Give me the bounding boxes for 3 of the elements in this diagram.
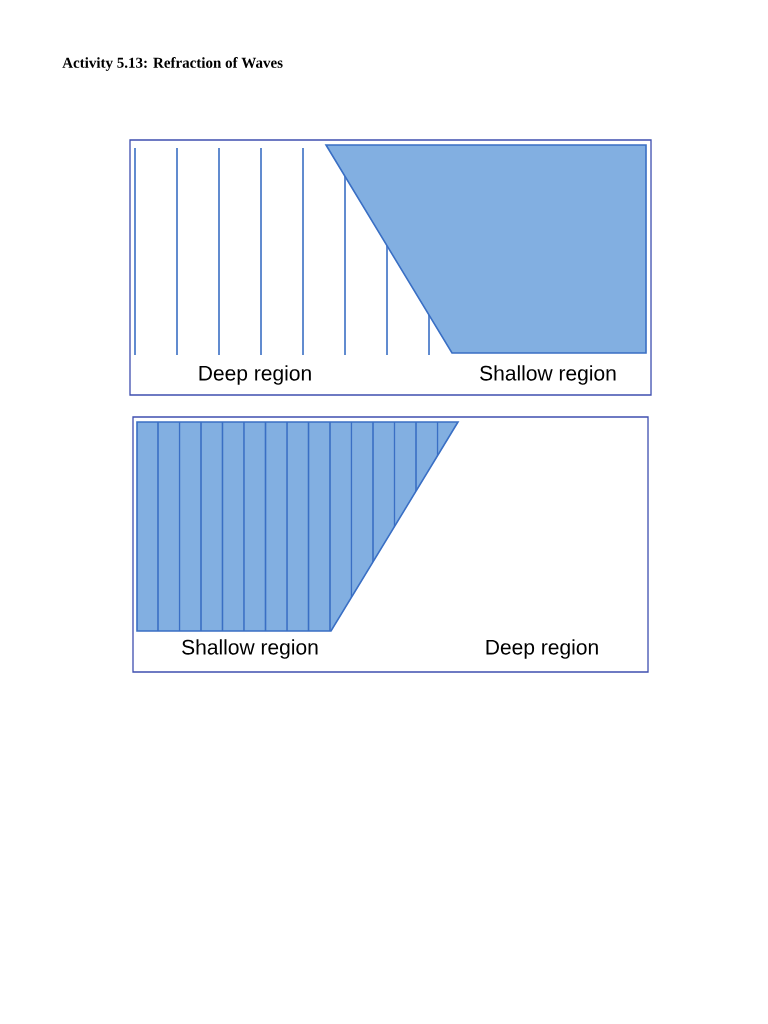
heading: Activity 5.13: Refraction of Waves bbox=[62, 57, 283, 71]
panel-frame: Deep region Shallow region bbox=[129, 139, 652, 396]
panel-frame: Shallow region Deep region bbox=[132, 416, 649, 673]
